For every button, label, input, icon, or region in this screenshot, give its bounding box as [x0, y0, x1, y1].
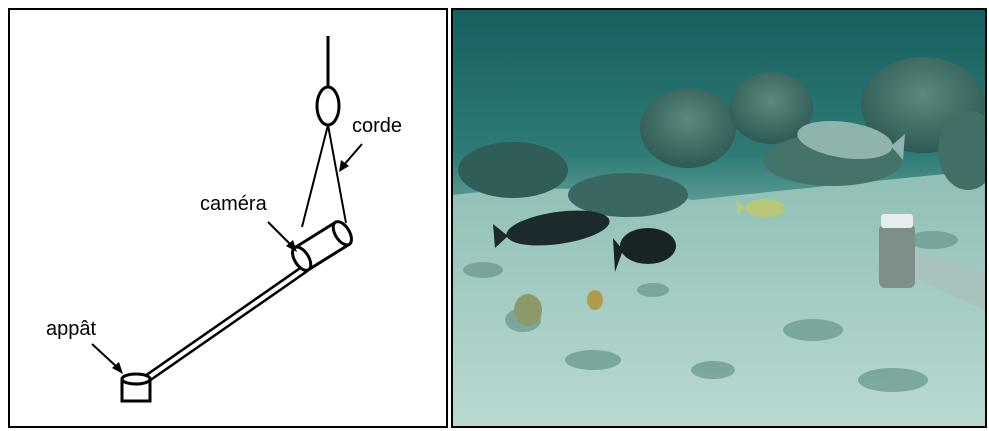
rope-label: corde — [352, 115, 402, 138]
camera-rig-diagram — [10, 10, 446, 426]
ring — [317, 87, 339, 125]
sponge — [587, 290, 603, 310]
sponge — [514, 294, 542, 326]
bait-arrow — [92, 344, 123, 374]
rope-arrow — [339, 144, 362, 172]
coral-head — [640, 88, 736, 168]
diagram-panel: corde caméra appât — [8, 8, 448, 428]
rope-left — [302, 125, 328, 227]
underwater-photo — [453, 10, 985, 426]
camera-arrow — [268, 222, 297, 252]
camera-label: caméra — [200, 193, 267, 216]
bait-jar — [879, 214, 915, 288]
camera — [289, 219, 355, 274]
bait-container — [122, 374, 150, 401]
pole-inner — [142, 268, 306, 382]
rope-right — [328, 125, 346, 223]
underwater-photo-panel — [451, 8, 987, 428]
coral-rock — [568, 173, 688, 217]
coral-rock — [458, 142, 568, 198]
bait-label: appât — [46, 318, 96, 341]
